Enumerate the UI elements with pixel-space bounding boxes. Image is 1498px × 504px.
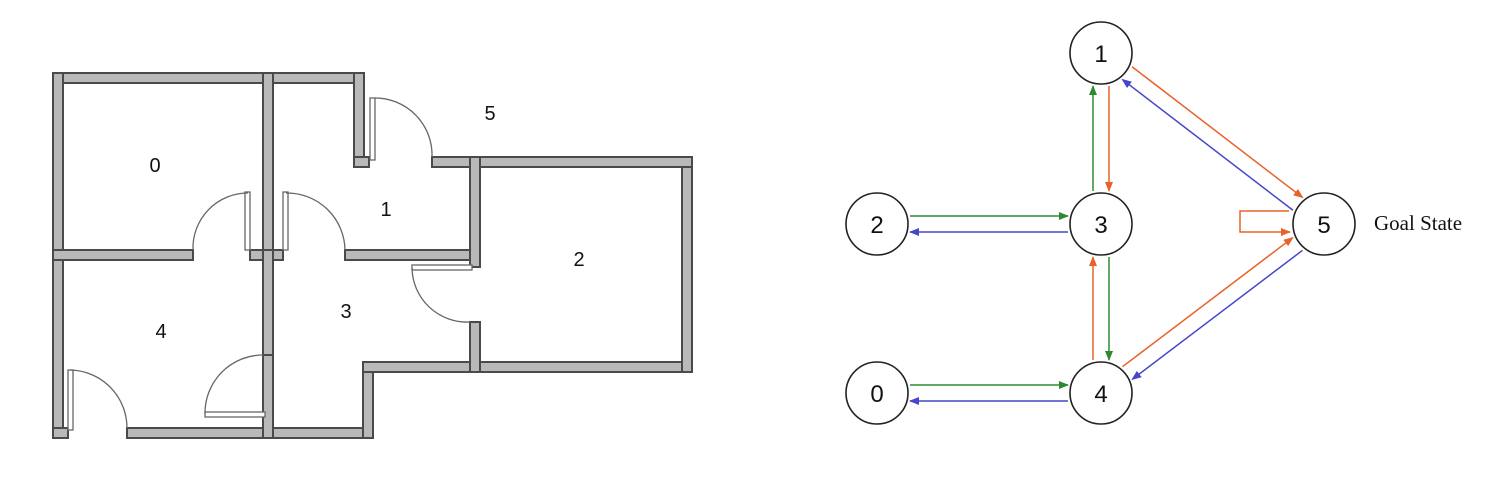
edge-5-to-1 [1121,78,1294,211]
graph-node-4: 4 [1069,361,1133,425]
room-label-5: 5 [484,103,495,125]
wall-room3-top-door [262,249,274,356]
wall-bottom-left [52,427,69,439]
node-label-1: 1 [1094,41,1107,68]
wall-top-left [52,72,365,84]
node-label-0: 0 [870,381,883,408]
graph-node-2: 2 [845,192,909,256]
graph-node-3: 3 [1069,192,1133,256]
node-label-4: 4 [1094,381,1107,408]
room-label-1: 1 [380,199,391,221]
wall-room2-left-top [469,156,481,268]
floor-plan: 0 1 2 3 4 5 [52,72,693,439]
wall-room1-right-foot [353,156,370,168]
room-label-3: 3 [340,301,351,323]
graph-node-5: 5 [1292,192,1356,256]
state-graph: 1 2 3 0 4 5 Goal State [845,21,1462,425]
wall-step-vertical [362,361,374,439]
room-label-4: 4 [155,321,166,343]
graph-node-1: 1 [1069,21,1133,85]
wall-room1-right-stub [353,72,365,168]
door-room5-room1 [369,97,433,161]
door-room1-room3 [282,191,346,251]
graph-node-0: 0 [845,361,909,425]
wall-mid-left-a [52,249,194,261]
edge-5-to-4 [1131,249,1303,381]
graph-nodes: 1 2 3 0 4 5 [845,21,1356,425]
edge-1-to-5 [1131,66,1304,199]
door-room4-outside [67,369,128,431]
wall-right [681,156,693,373]
edge-4-to-5 [1122,236,1294,368]
node-label-2: 2 [870,212,883,239]
door-room3-room2 [411,264,473,323]
node-label-5: 5 [1317,212,1330,239]
wall-mid-right [344,249,481,261]
room-label-0: 0 [149,155,160,177]
goal-state-label: Goal State [1374,211,1462,235]
graph-edges [909,66,1304,405]
wall-top-room2 [431,156,693,168]
room-label-2: 2 [573,249,584,271]
wall-step-horizontal [362,361,693,373]
door-room4-room3 [204,354,266,418]
door-room0-room3 [192,191,251,251]
wall-room2-left-bottom [469,321,481,373]
edge-5-to-5 [1239,210,1291,236]
node-label-3: 3 [1094,212,1107,239]
wall-bottom-right [126,427,374,439]
